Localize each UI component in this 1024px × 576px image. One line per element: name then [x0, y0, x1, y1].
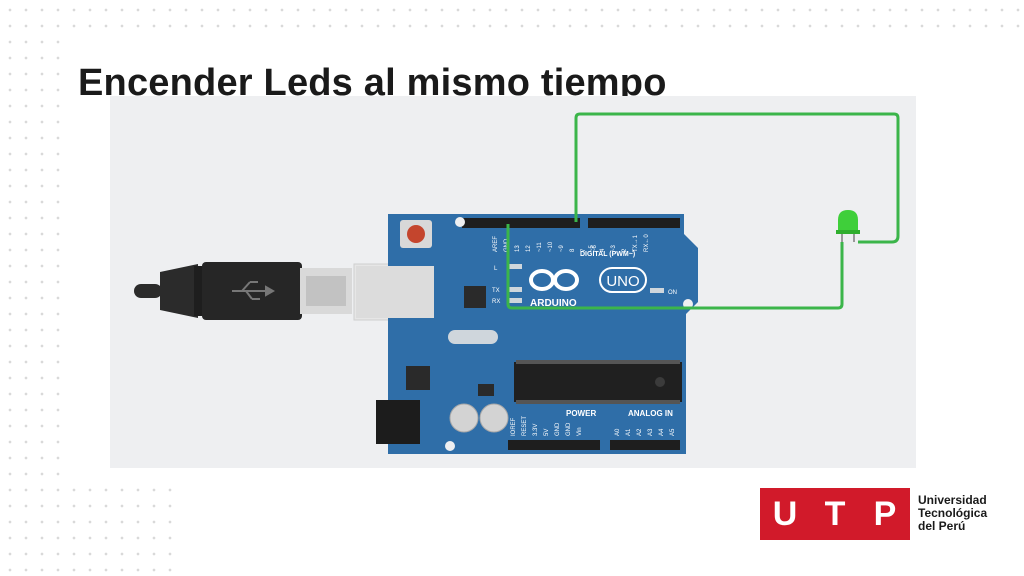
top-pin-label-7: 8 [570, 248, 576, 252]
logo-line-2: Tecnológica [918, 506, 988, 520]
power-pin-label-0: IOREF [511, 417, 517, 436]
top-pin-label-8: 7 [581, 248, 587, 252]
regulator [406, 366, 430, 390]
power-pin-label-4: GND [555, 422, 561, 436]
logo-text: Universidad Tecnológica del Perú [918, 494, 1008, 533]
logo-line-1: Universidad [918, 493, 987, 507]
utp-logo: U T P Universidad Tecnológica del Perú [760, 488, 1000, 540]
top-pin-label-5: ~10 [548, 241, 554, 252]
led-label-tx: TX [492, 288, 500, 294]
board-model: UNO [606, 273, 639, 290]
analog-pin-label-3: A3 [648, 428, 654, 436]
top-pin-label-r-5: RX←0 [644, 234, 650, 252]
board-brand: ARDUINO [530, 298, 577, 309]
top-pin-label-r-2: ~3 [611, 244, 617, 252]
top-pin-label-r-1: 4 [600, 248, 606, 252]
usb-chip [464, 286, 486, 308]
analog-pin-label-1: A1 [626, 428, 632, 436]
analog-pin-label-4: A4 [659, 428, 665, 436]
logo-letter-p: P [873, 494, 897, 533]
power-pin-label-3: 5V [544, 429, 550, 436]
power-label: POWER [566, 409, 596, 418]
microcontroller [514, 362, 682, 402]
analog-pin-label-5: A5 [670, 428, 676, 436]
top-pin-label-0: AREF [493, 236, 499, 252]
wire-gnd-to-led-cathode[interactable] [506, 224, 844, 310]
circuit-drawing: ARDUINO UNO DIGITAL (PWM~) POWER ANALOG … [134, 112, 900, 454]
arduino-board [356, 214, 698, 454]
analog-pin-label-2: A2 [637, 428, 643, 436]
power-pin-label-2: 3.3V [533, 424, 539, 436]
capacitor-2 [479, 403, 509, 433]
top-pin-label-r-0: ~5 [589, 244, 595, 252]
circuit-simulation-canvas: ARDUINO UNO DIGITAL (PWM~) POWER ANALOG … [110, 96, 916, 468]
power-pin-label-5: GND [566, 422, 572, 436]
wire-pin8-to-led-anode[interactable] [574, 112, 900, 244]
capacitor-1 [449, 403, 479, 433]
top-pin-label-3: 12 [526, 245, 532, 252]
led-tx [508, 287, 522, 292]
on-label: ON [668, 290, 677, 296]
analog-label: ANALOG IN [628, 409, 673, 418]
logo-line-3: del Perú [918, 519, 966, 533]
top-pin-label-r-3: 2 [622, 248, 628, 252]
crystal [448, 330, 498, 344]
power-jack [376, 400, 420, 444]
led-l [508, 264, 522, 269]
utp-logo-box: U T P [760, 488, 910, 540]
logo-letter-u: U [772, 494, 798, 533]
header-right [588, 218, 680, 228]
top-pin-label-9: ~6 [592, 244, 598, 252]
usb-icon [232, 281, 276, 300]
power-pin-labels: IOREF RESET 3.3V 5V GND GND Vin [511, 416, 583, 436]
led-label-l: L [494, 266, 498, 272]
led-on [650, 288, 664, 293]
uno-badge [599, 267, 647, 293]
green-led[interactable] [836, 210, 860, 242]
digital-label: DIGITAL (PWM~) [580, 251, 635, 258]
power-pin-label-1: RESET [522, 416, 528, 436]
header-analog [610, 440, 680, 450]
analog-pin-label-0: A0 [615, 428, 621, 436]
power-pin-label-6: Vin [577, 427, 583, 436]
arduino-infinity-icon [529, 269, 579, 291]
top-pin-label-6: ~9 [559, 244, 565, 252]
analog-pin-labels: A0 A1 A2 A3 A4 A5 [615, 428, 676, 436]
led-rx [508, 298, 522, 303]
top-pin-label-r-4: TX→1 [633, 234, 639, 252]
header-left [462, 218, 580, 228]
logo-letter-t: T [824, 494, 846, 533]
top-pin-label-4: ~11 [537, 242, 543, 252]
header-power [508, 440, 600, 450]
top-pin-label-2: 13 [515, 245, 521, 252]
led-label-rx: RX [492, 299, 500, 305]
